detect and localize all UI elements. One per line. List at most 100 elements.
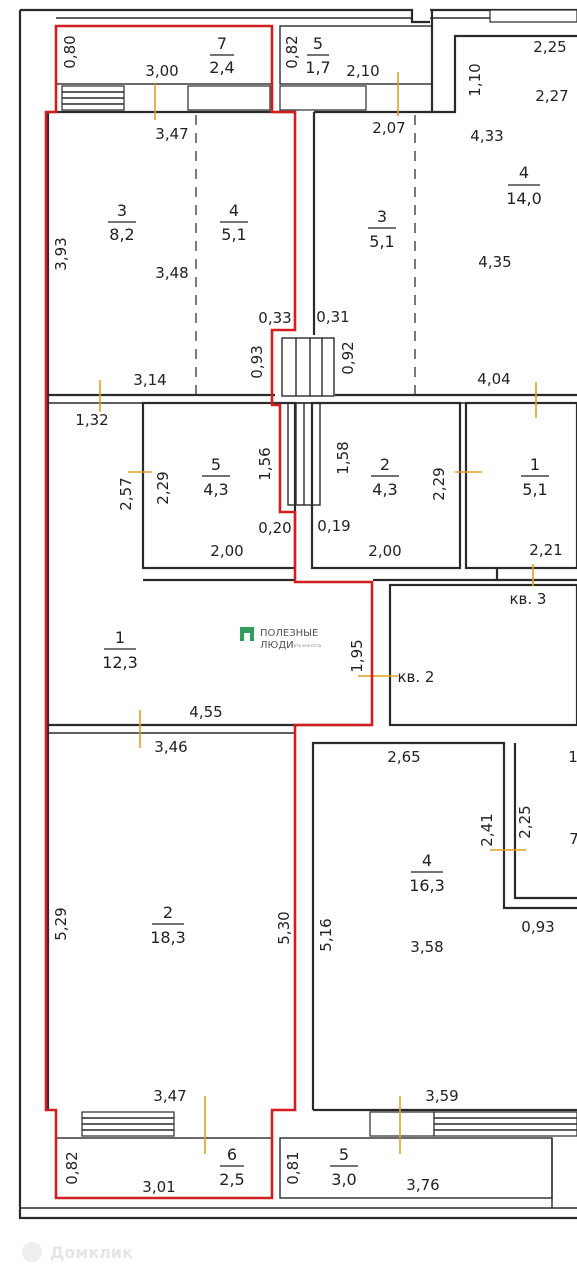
dim-label: 0,81 bbox=[284, 1151, 302, 1184]
svg-text:3: 3 bbox=[377, 207, 387, 226]
dim-label: 2,25 bbox=[516, 805, 534, 838]
room-4-label: 45,1 bbox=[220, 201, 248, 244]
dim-label: 3,46 bbox=[154, 738, 187, 756]
dim-label: 0,31 bbox=[316, 308, 349, 326]
dim-label: 3,76 bbox=[406, 1176, 439, 1194]
room-labels: 72,4 51,7 414,0 38,2 45,1 35,1 54,3 24,3… bbox=[102, 34, 549, 1189]
dim-label: 3,01 bbox=[142, 1178, 175, 1196]
svg-text:2: 2 bbox=[163, 903, 173, 922]
logo-text-line2: ЛЮДИ bbox=[260, 640, 294, 651]
dim-label: 0,92 bbox=[339, 341, 357, 374]
dimension-labels: 0,80 3,00 0,82 2,10 2,25 1,10 2,27 3,47 … bbox=[52, 35, 577, 1196]
house-icon bbox=[22, 1242, 42, 1262]
dim-label: 4,33 bbox=[470, 127, 503, 145]
dim-label: 4,04 bbox=[477, 370, 510, 388]
dim-label: 0,19 bbox=[317, 517, 350, 535]
door-markers bbox=[99, 72, 537, 1154]
svg-text:8,2: 8,2 bbox=[109, 225, 134, 244]
dim-label: 1,58 bbox=[334, 441, 352, 474]
dim-label: 0,82 bbox=[63, 1151, 81, 1184]
apartment-label-kv2: кв. 2 bbox=[398, 668, 435, 686]
room-1-hall-label: 112,3 bbox=[102, 628, 138, 672]
svg-text:1: 1 bbox=[115, 628, 125, 647]
dim-label: 0,80 bbox=[61, 35, 79, 68]
dim-label: 2,29 bbox=[154, 471, 172, 504]
dim-label: 1,56 bbox=[256, 447, 274, 480]
svg-text:3,0: 3,0 bbox=[331, 1170, 356, 1189]
dim-label: 5,30 bbox=[275, 911, 293, 944]
ventilation-shafts bbox=[281, 337, 335, 506]
svg-text:4: 4 bbox=[422, 851, 432, 870]
svg-text:12,3: 12,3 bbox=[102, 653, 138, 672]
dim-label: 2,41 bbox=[478, 813, 496, 846]
dim-label: 0,93 bbox=[248, 345, 266, 378]
dim-label: 3,14 bbox=[133, 371, 166, 389]
dim-label: 0,33 bbox=[258, 309, 291, 327]
dim-label: 2,10 bbox=[346, 62, 379, 80]
svg-text:1,7: 1,7 bbox=[305, 58, 330, 77]
svg-text:16,3: 16,3 bbox=[409, 876, 445, 895]
logo-subtitle: Сеть агентств bbox=[291, 643, 322, 648]
dim-label: 1 bbox=[568, 748, 577, 766]
svg-text:4,3: 4,3 bbox=[203, 480, 228, 499]
svg-text:Домклик: Домклик bbox=[50, 1243, 133, 1262]
svg-text:7: 7 bbox=[217, 34, 227, 53]
room-2-bath-label: 24,3 bbox=[371, 455, 399, 499]
svg-text:2,5: 2,5 bbox=[219, 1170, 244, 1189]
dim-label: 1,32 bbox=[75, 411, 108, 429]
dim-label: 2,29 bbox=[430, 467, 448, 500]
room-2-label: 218,3 bbox=[150, 903, 186, 947]
svg-text:2: 2 bbox=[380, 455, 390, 474]
building-walls bbox=[18, 8, 577, 1220]
room-5-top-label: 51,7 bbox=[305, 34, 330, 77]
room-5-bottom-label: 53,0 bbox=[330, 1145, 358, 1189]
dim-label: 4,55 bbox=[189, 703, 222, 721]
svg-text:6: 6 bbox=[227, 1145, 237, 1164]
svg-text:1: 1 bbox=[530, 455, 540, 474]
room-3-right-label: 35,1 bbox=[368, 207, 396, 251]
dim-label: 2,65 bbox=[387, 748, 420, 766]
svg-text:5,1: 5,1 bbox=[369, 232, 394, 251]
svg-text:5: 5 bbox=[211, 455, 221, 474]
dim-label: 3,59 bbox=[425, 1087, 458, 1105]
agency-logo: ПОЛЕЗНЫЕ ЛЮДИ Сеть агентств bbox=[240, 627, 322, 651]
dim-label: 2,00 bbox=[368, 542, 401, 560]
dim-label: 2,25 bbox=[533, 38, 566, 56]
svg-text:4: 4 bbox=[229, 201, 239, 220]
dim-label: 3,47 bbox=[153, 1087, 186, 1105]
dim-label: 3,58 bbox=[410, 938, 443, 956]
dim-label: 3,48 bbox=[155, 264, 188, 282]
logo-text-line1: ПОЛЕЗНЫЕ bbox=[260, 628, 318, 639]
svg-text:5: 5 bbox=[313, 34, 323, 53]
dim-label: 0,93 bbox=[521, 918, 554, 936]
svg-text:4,3: 4,3 bbox=[372, 480, 397, 499]
room-7-label: 72,4 bbox=[209, 34, 234, 77]
apartment-label-kv3: кв. 3 bbox=[510, 590, 547, 608]
dim-label: 5,29 bbox=[52, 907, 70, 940]
svg-text:4: 4 bbox=[519, 163, 529, 182]
dim-label: 2,27 bbox=[535, 87, 568, 105]
dim-label: 2,07 bbox=[372, 119, 405, 137]
dim-label: 3,93 bbox=[52, 237, 70, 270]
dim-label: 1,95 bbox=[348, 639, 366, 672]
dim-label: 4,35 bbox=[478, 253, 511, 271]
room-6-label: 62,5 bbox=[219, 1145, 244, 1189]
svg-text:5: 5 bbox=[339, 1145, 349, 1164]
dim-label: 0,82 bbox=[283, 35, 301, 68]
dim-label: 3,47 bbox=[155, 125, 188, 143]
room-4-bottom-label: 416,3 bbox=[409, 851, 445, 895]
dim-label: 2,21 bbox=[529, 541, 562, 559]
room-1-right-label: 15,1 bbox=[521, 455, 549, 499]
svg-text:2,4: 2,4 bbox=[209, 58, 234, 77]
dim-label: 2,00 bbox=[210, 542, 243, 560]
dim-label: 3,00 bbox=[145, 62, 178, 80]
svg-text:14,0: 14,0 bbox=[506, 189, 542, 208]
apartment-outline bbox=[44, 24, 374, 1200]
domclick-watermark: Домклик bbox=[22, 1242, 133, 1262]
dim-label: 1,10 bbox=[466, 63, 484, 96]
svg-text:3: 3 bbox=[117, 201, 127, 220]
dim-label: 2,57 bbox=[117, 477, 135, 510]
room-5-label: 54,3 bbox=[202, 455, 230, 499]
dim-label: 7 bbox=[569, 830, 577, 848]
svg-text:18,3: 18,3 bbox=[150, 928, 186, 947]
